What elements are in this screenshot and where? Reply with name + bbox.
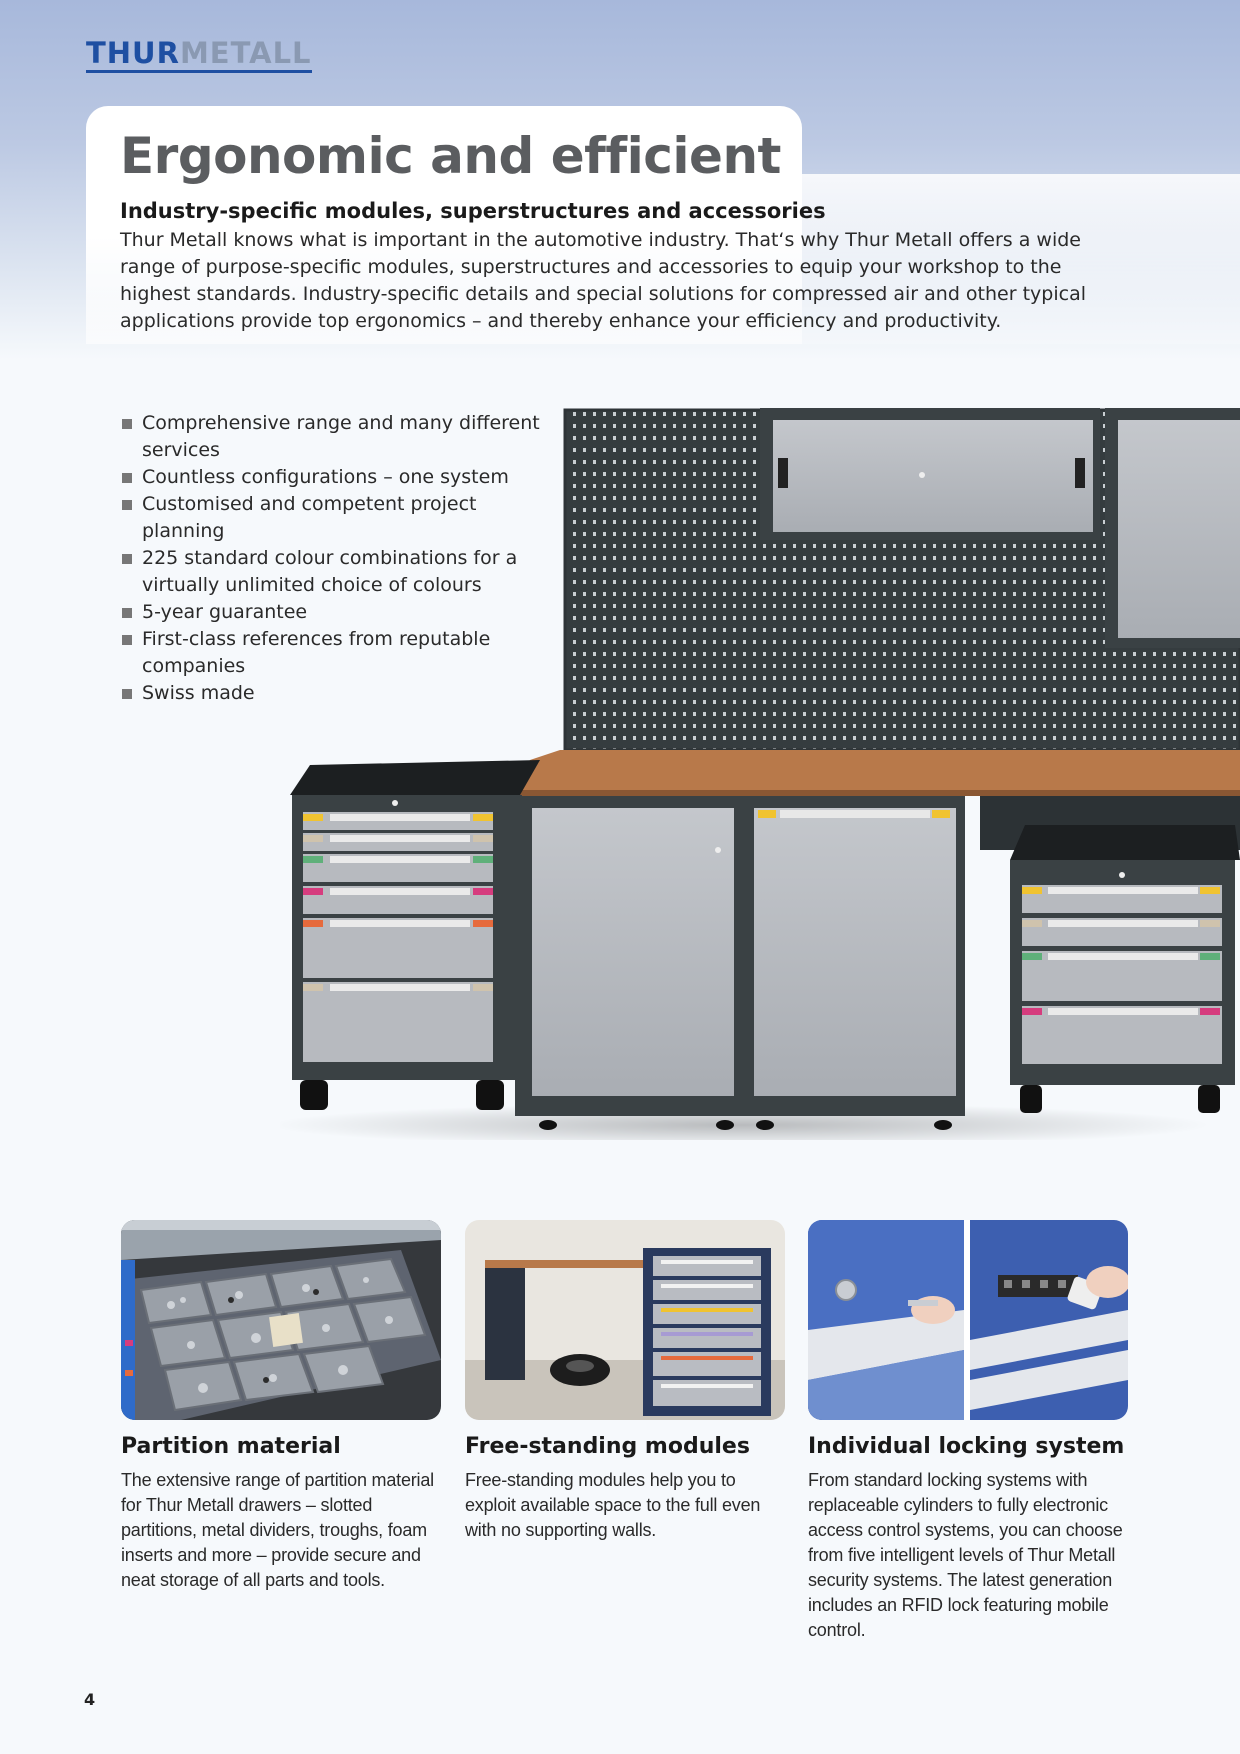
feature-item: Comprehensive range and many different s… — [120, 410, 560, 464]
partition-material-heading: Partition material — [121, 1434, 341, 1459]
feature-list: Comprehensive range and many different s… — [120, 410, 560, 707]
partition-material-photo — [121, 1220, 441, 1420]
locking-system-heading: Individual locking system — [808, 1434, 1125, 1459]
bullet-square-icon — [122, 635, 132, 645]
page-subtitle: Industry-specific modules, superstructur… — [120, 199, 826, 223]
bullet-square-icon — [122, 500, 132, 510]
free-standing-modules-photo — [465, 1220, 785, 1420]
free-standing-modules-heading: Free-standing modules — [465, 1434, 750, 1459]
partition-material-text: The extensive range of partition materia… — [121, 1470, 434, 1590]
bullet-square-icon — [122, 608, 132, 618]
intro-card — [86, 106, 802, 344]
feature-item: First-class references from reputable co… — [120, 626, 560, 680]
locking-system-photo — [808, 1220, 1128, 1420]
free-standing-modules-text: Free-standing modules help you to exploi… — [465, 1470, 761, 1540]
intro-paragraph: Thur Metall knows what is important in t… — [120, 229, 1086, 332]
page-title: Ergonomic and efficient — [120, 127, 781, 185]
locking-system-text: From standard locking systems with repla… — [808, 1470, 1123, 1640]
bullet-square-icon — [122, 554, 132, 564]
feature-item: 225 standard colour combinations for a v… — [120, 545, 560, 599]
feature-item: Countless configurations – one system — [120, 464, 560, 491]
bullet-square-icon — [122, 689, 132, 699]
feature-item: Customised and competent project plannin… — [120, 491, 560, 545]
page-number: 4 — [84, 1690, 96, 1709]
feature-item: 5-year guarantee — [120, 599, 560, 626]
bullet-square-icon — [122, 473, 132, 483]
bullet-square-icon — [122, 419, 132, 429]
feature-item: Swiss made — [120, 680, 560, 707]
thur-metall-logo: THURMETALL — [86, 36, 312, 73]
workshop-equipment-illustration — [280, 408, 1240, 1140]
intro-card-extension — [802, 174, 1240, 344]
